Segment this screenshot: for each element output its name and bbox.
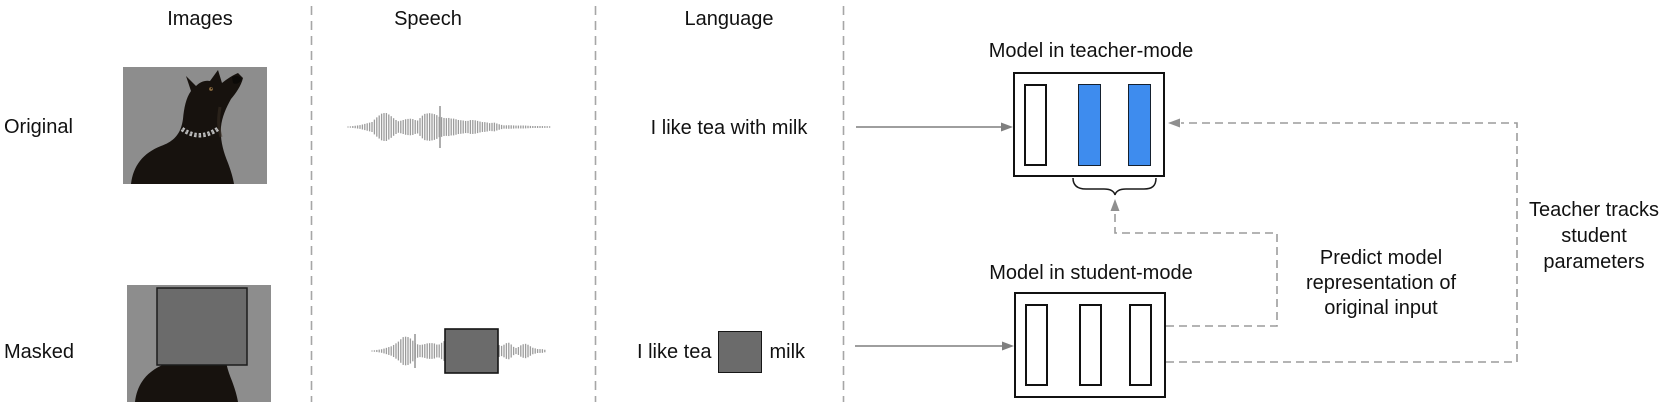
language-original-text: I like tea with milk <box>650 117 808 139</box>
teacher-latent-2-target <box>1078 84 1101 166</box>
dog-photo-masked <box>127 285 271 402</box>
language-mask-block <box>718 331 763 373</box>
teacher-model-box <box>1013 72 1165 177</box>
student-latent-1 <box>1025 304 1048 386</box>
row-label-masked: Masked <box>4 341 75 363</box>
column-header-images: Images <box>167 8 233 30</box>
speech-mask-block <box>444 328 499 374</box>
column-header-speech: Speech <box>394 8 462 30</box>
teacher-tracks-annotation: Teacher tracks student parameters <box>1528 199 1660 273</box>
predict-loop-arrowhead <box>1110 199 1120 211</box>
teacher-output-brace <box>1072 177 1157 196</box>
student-latent-3 <box>1129 304 1152 386</box>
speech-waveform-masked <box>371 334 546 368</box>
row-label-original: Original <box>4 116 73 138</box>
language-masked-row: I like tea milk <box>637 331 805 373</box>
masked-to-student-arrowhead <box>1002 341 1014 351</box>
dog-photo-original <box>123 67 267 184</box>
teacher-tracks-arrowhead <box>1168 118 1180 128</box>
student-model-title: Model in student-mode <box>989 262 1193 284</box>
language-masked-prefix: I like tea <box>637 341 712 363</box>
language-masked-suffix: milk <box>769 341 806 363</box>
student-model-box <box>1014 292 1166 398</box>
student-latent-2 <box>1079 304 1102 386</box>
column-header-language: Language <box>684 8 774 30</box>
predict-annotation: Predict model representation of original… <box>1305 247 1457 319</box>
image-mask-block <box>156 287 248 366</box>
speech-waveform-original <box>347 106 551 148</box>
teacher-tracks-dashed-line <box>1166 122 1518 363</box>
original-to-teacher-arrowhead <box>1001 122 1013 132</box>
teacher-latent-1 <box>1024 84 1047 166</box>
teacher-model-title: Model in teacher-mode <box>988 40 1194 62</box>
teacher-latent-3-target <box>1128 84 1151 166</box>
